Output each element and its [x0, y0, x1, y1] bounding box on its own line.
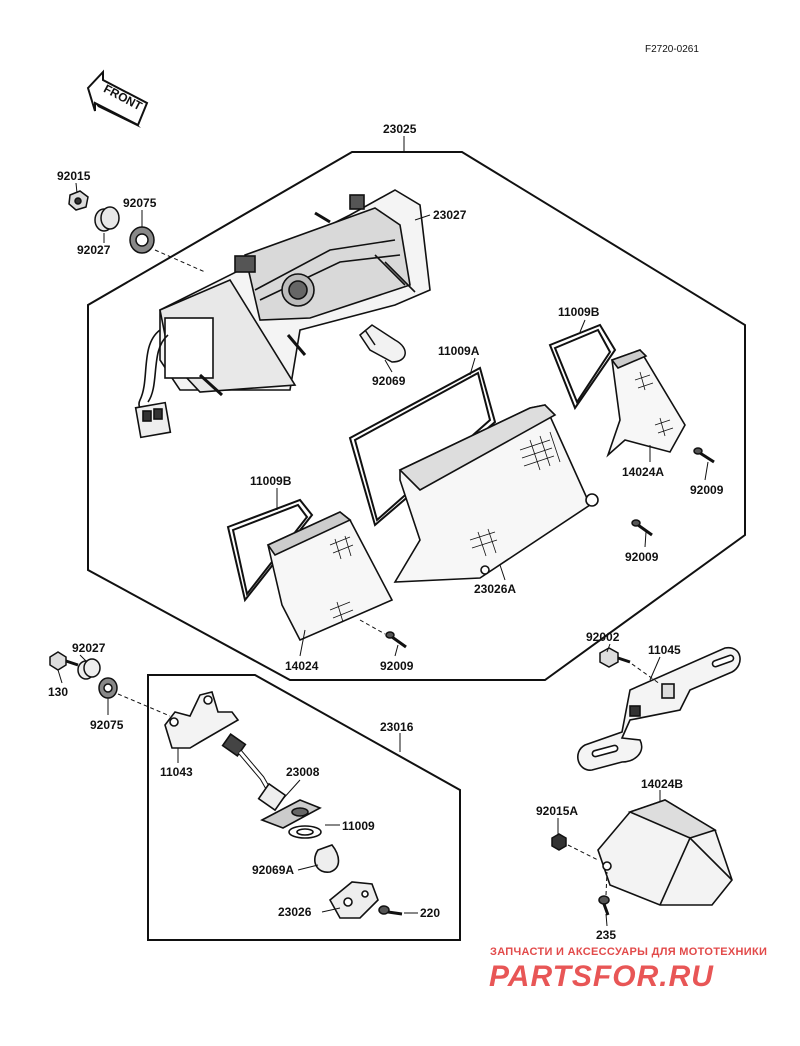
label-92027-bottom: 92027	[72, 641, 106, 655]
label-92027-top: 92027	[77, 243, 111, 257]
label-14024B: 14024B	[641, 777, 683, 791]
leader-lines	[57, 182, 709, 927]
lens-23026A	[393, 404, 599, 583]
label-92075-top: 92075	[123, 196, 157, 210]
label-220: 220	[420, 906, 440, 920]
label-92009-mid: 92009	[625, 550, 659, 564]
grommet-92075-bottom	[98, 677, 118, 699]
lens-14024	[266, 511, 394, 642]
label-23027: 23027	[433, 208, 467, 222]
label-92075-bottom: 92075	[90, 718, 124, 732]
nut-92015	[68, 190, 89, 211]
label-92009-right: 92009	[690, 483, 724, 497]
screw-235	[598, 895, 610, 916]
taillight-housing	[159, 189, 431, 397]
diagram-code: F2720-0261	[645, 44, 699, 55]
label-23016: 23016	[380, 720, 414, 734]
label-23008: 23008	[286, 765, 320, 779]
bracket-11045	[577, 647, 741, 771]
bracket-11043	[164, 691, 240, 749]
gasket-11009A	[348, 366, 497, 527]
gasket-11009B-right	[548, 323, 617, 411]
bulb-92069	[359, 324, 406, 363]
bulb-92069A	[314, 844, 340, 873]
watermark-tagline: ЗАПЧАСТИ И АКСЕССУАРЫ ДЛЯ МОТОТЕХНИКИ	[490, 946, 768, 958]
gasket-11009	[288, 825, 322, 839]
lens-23026	[328, 881, 379, 919]
label-11009B-left: 11009B	[250, 474, 292, 488]
label-92069: 92069	[372, 374, 406, 388]
screw-92009-right	[693, 447, 715, 464]
nut-92015A	[551, 833, 567, 851]
license-light-outline	[147, 674, 461, 941]
label-11045: 11045	[648, 643, 681, 657]
label-130: 130	[48, 685, 68, 699]
label-23025: 23025	[383, 122, 417, 136]
front-arrow-icon: FRONT	[86, 69, 149, 128]
screw-92009-left	[385, 631, 407, 649]
cover-14024B	[597, 799, 733, 906]
label-23026A: 23026A	[474, 582, 516, 596]
collar-92027	[94, 206, 120, 232]
label-92009-left: 92009	[380, 659, 414, 673]
watermark-logo: PARTSFOR.RU	[489, 960, 714, 993]
lens-14024A	[606, 349, 686, 458]
label-92002: 92002	[586, 630, 620, 644]
gasket-11009B-left	[226, 498, 314, 603]
grommet-92075	[129, 226, 155, 254]
label-92015-top: 92015	[57, 169, 91, 183]
label-14024: 14024	[285, 659, 319, 673]
collar-92027-bottom	[77, 658, 101, 680]
label-23026: 23026	[278, 905, 312, 919]
wire-connector	[134, 329, 172, 439]
label-11009: 11009	[342, 819, 375, 833]
label-92069A: 92069A	[252, 863, 294, 877]
label-14024A: 14024A	[622, 465, 664, 479]
label-11043: 11043	[160, 765, 193, 779]
main-assembly-outline	[87, 151, 746, 681]
label-11009B-right: 11009B	[558, 305, 600, 319]
screw-92009-mid	[631, 519, 653, 537]
label-11009A: 11009A	[438, 344, 480, 358]
bolt-130	[49, 651, 79, 671]
screw-220	[378, 905, 403, 916]
bolt-92002	[599, 647, 631, 668]
socket-23008	[221, 732, 322, 829]
label-92015A: 92015A	[536, 804, 578, 818]
label-235: 235	[596, 928, 616, 942]
